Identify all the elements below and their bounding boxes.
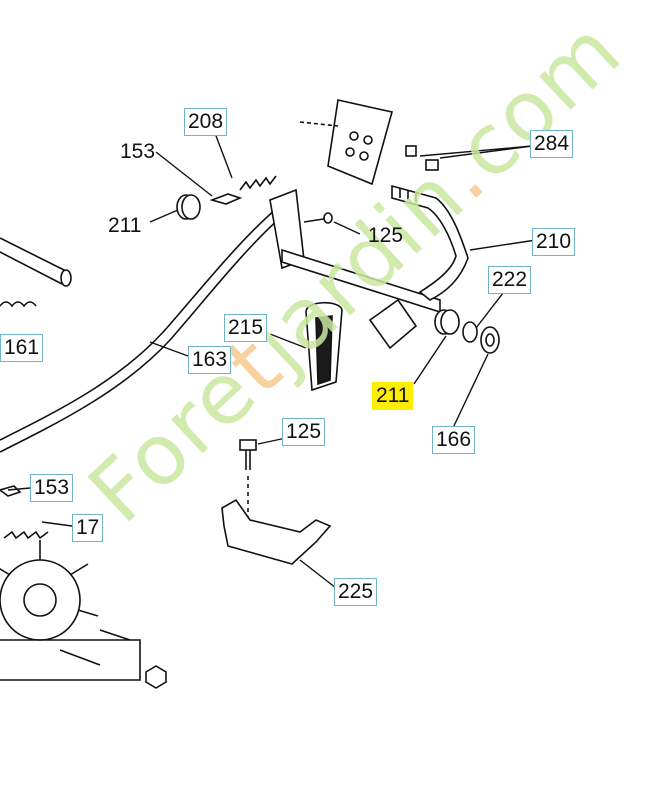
callout-153-bottom: 153	[30, 474, 74, 502]
bushing-211-left	[176, 194, 201, 220]
link-plate	[368, 298, 418, 350]
washer-166	[480, 326, 500, 354]
callout-222: 222	[488, 266, 532, 294]
nut-bottom	[145, 665, 167, 689]
fan-pulley	[0, 540, 141, 681]
callout-225: 225	[334, 578, 378, 606]
pedal-bracket	[269, 188, 441, 314]
clip-153-bottom	[0, 485, 22, 497]
callout-125-bottom: 125	[282, 418, 326, 446]
axle-shaft	[0, 237, 72, 287]
callout-215: 215	[224, 314, 268, 342]
bolt-125	[239, 439, 257, 540]
callout-166: 166	[432, 426, 476, 454]
callout-161: 161	[0, 334, 44, 362]
pedal-pad	[299, 99, 393, 186]
callout-210: 210	[532, 228, 576, 256]
spring-17	[3, 530, 49, 540]
callout-208: 208	[184, 108, 228, 136]
cover-215	[305, 301, 343, 392]
lever-210	[391, 184, 469, 301]
spring-208	[239, 175, 277, 191]
washer-222	[462, 321, 478, 343]
callout-17: 17	[72, 514, 104, 542]
callout-211-left: 211	[108, 214, 142, 237]
control-cable	[0, 209, 281, 453]
bracket-225	[221, 498, 332, 565]
callout-163: 163	[188, 346, 232, 374]
callout-125-top: 125	[368, 224, 404, 247]
callout-153-top: 153	[120, 140, 156, 163]
clip-153	[209, 193, 243, 205]
nut-284	[405, 145, 439, 171]
callout-211-highlight: 211	[372, 382, 414, 410]
spring-fragment	[0, 301, 37, 308]
callout-284: 284	[530, 130, 574, 158]
bushing-211-right	[434, 309, 460, 335]
